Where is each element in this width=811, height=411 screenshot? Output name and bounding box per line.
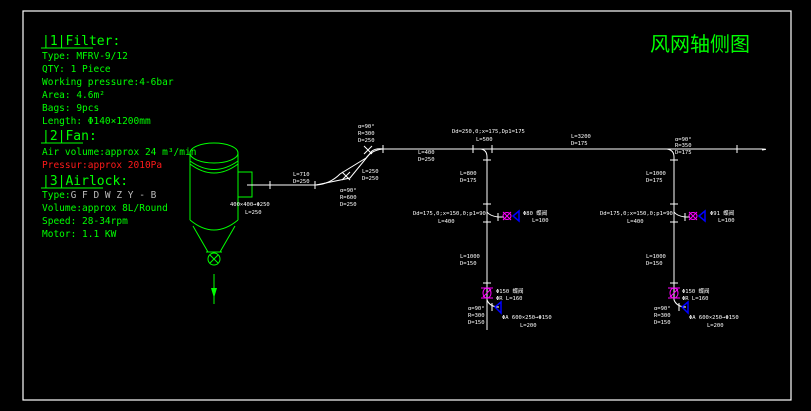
fan-heading: |2|Fan:: [42, 129, 97, 144]
outlet-length-label: L=250: [245, 210, 262, 216]
filter-type: Type: MFRV-9/12: [42, 51, 128, 62]
bend2-angle-label: α=90°: [358, 124, 375, 130]
butterfly-valve-icon: [668, 287, 680, 299]
left-valve-length-label: L=100: [532, 218, 549, 224]
airlock-type-label: Type:: [42, 190, 71, 201]
drawing-title: 风网轴侧图: [650, 32, 750, 56]
left-bend-radius-label: R=300: [468, 313, 485, 319]
left-lower-diameter-label: D=150: [460, 261, 477, 267]
seg2-length-label: L=250: [362, 169, 379, 175]
filter-heading: |1|Filter:: [42, 34, 120, 49]
hood-icon: [678, 300, 689, 315]
right-lower-length-label: L=1000: [646, 254, 666, 260]
left-tee-label: Dd=175,0;x=150,0;p1=90: [413, 211, 486, 217]
right-bend-angle-label: α=90°: [654, 306, 671, 312]
left-bottom-valve-length-label: ΦR L=160: [496, 296, 523, 302]
hood-icon: [511, 209, 520, 223]
right-tee-label: Dd=175,0;x=150,0;p1=90: [600, 211, 673, 217]
seg1-diameter-label: D=250: [293, 179, 310, 185]
airlock-type: Type:G F D W Z Y - B: [42, 190, 157, 201]
right-valve-length-label: L=100: [718, 218, 735, 224]
left-bottom-valve-label: Φ150 蝶阀: [496, 287, 524, 295]
tee1-length-label: L=500: [476, 137, 493, 143]
bend3-radius-label: R=350: [675, 143, 692, 149]
hood-icon: [491, 300, 502, 315]
fan-pressure: Pressur:approx 2010Pa: [42, 160, 162, 171]
seg4-diameter-label: D=175: [571, 141, 588, 147]
filter-length: Length: Φ140×1200mm: [42, 116, 151, 127]
bend2-diameter-label: D=250: [358, 138, 375, 144]
left-vertical-length-label: L=800: [460, 171, 477, 177]
duct-network: [247, 145, 766, 330]
seg2-diameter-label: D=250: [362, 176, 379, 182]
right-hood-label: ΦA 600×250→Φ150: [689, 315, 739, 321]
filter-area: Area: 4.6m²: [42, 90, 105, 101]
discharge-arrow-icon: [211, 274, 217, 304]
right-vertical-length-label: L=1000: [646, 171, 666, 177]
right-bottom-valve-length-label: ΦR L=160: [682, 296, 709, 302]
airlock-heading: |3|Airlock:: [42, 174, 128, 189]
right-hood-length-label: L=200: [707, 323, 724, 329]
filter-bags: Bags: 9pcs: [42, 103, 99, 114]
right-bottom-valve-label: Φ150 蝶阀: [682, 287, 710, 295]
right-lower-diameter-label: D=150: [646, 261, 663, 267]
butterfly-valve-icon: [481, 287, 493, 299]
drawing-frame: [22, 10, 792, 401]
spec-block: |1|Filter: Type: MFRV-9/12 QTY: 1 Piece …: [41, 34, 196, 240]
rotary-airlock-icon: [207, 252, 221, 266]
right-valve-label: Φ91 蝶阀: [710, 209, 734, 217]
outlet-transition-label: 400×400→Φ250: [230, 202, 270, 208]
left-vertical-diameter-label: D=175: [460, 178, 477, 184]
seg3-length-label: L=400: [418, 150, 435, 156]
airlock-volume: Volume:approx 8L/Round: [42, 203, 168, 214]
seg3-diameter-label: D=250: [418, 157, 435, 163]
right-bend-radius-label: R=300: [654, 313, 671, 319]
bend1-angle-label: α=90°: [340, 188, 357, 194]
left-hood-label: ΦA 600×250→Φ150: [502, 315, 552, 321]
filter-vessel: [189, 142, 253, 304]
bend3-diameter-label: D=175: [675, 150, 692, 156]
left-lower-length-label: L=1000: [460, 254, 480, 260]
bend1-radius-label: R=600: [340, 195, 357, 201]
left-tee-length-label: L=400: [438, 219, 455, 225]
filter-qty: QTY: 1 Piece: [42, 64, 111, 75]
left-bend-diameter-label: D=150: [468, 320, 485, 326]
bend2-radius-label: R=300: [358, 131, 375, 137]
hood-icon: [697, 209, 706, 223]
right-vertical-diameter-label: D=175: [646, 178, 663, 184]
airlock-type-value: G F D W Z Y - B: [71, 190, 157, 201]
dimension-labels: 400×400→Φ250 L=250 L=710 D=250 α=90° R=6…: [230, 124, 739, 329]
right-tee-length-label: L=400: [627, 219, 644, 225]
left-bend-angle-label: α=90°: [468, 306, 485, 312]
butterfly-valve-icon: [502, 211, 512, 221]
bend3-angle-label: α=90°: [675, 137, 692, 143]
right-bend-diameter-label: D=150: [654, 320, 671, 326]
left-valve-label: Φ80 蝶阀: [523, 209, 547, 217]
bend1-diameter-label: D=250: [340, 202, 357, 208]
tee1-label: Dd=250,0;x=175,Dp1=175: [452, 129, 525, 135]
seg4-length-label: L=3200: [571, 134, 591, 140]
fan-air-volume: Air volume:approx 24 m³/min: [42, 147, 196, 158]
filter-pressure: Working pressure:4-6bar: [42, 77, 174, 88]
left-hood-length-label: L=200: [520, 323, 537, 329]
butterfly-valve-icon: [688, 211, 698, 221]
seg1-length-label: L=710: [293, 172, 310, 178]
airlock-speed: Speed: 28-34rpm: [42, 216, 128, 227]
airlock-motor: Motor: 1.1 KW: [42, 229, 117, 240]
